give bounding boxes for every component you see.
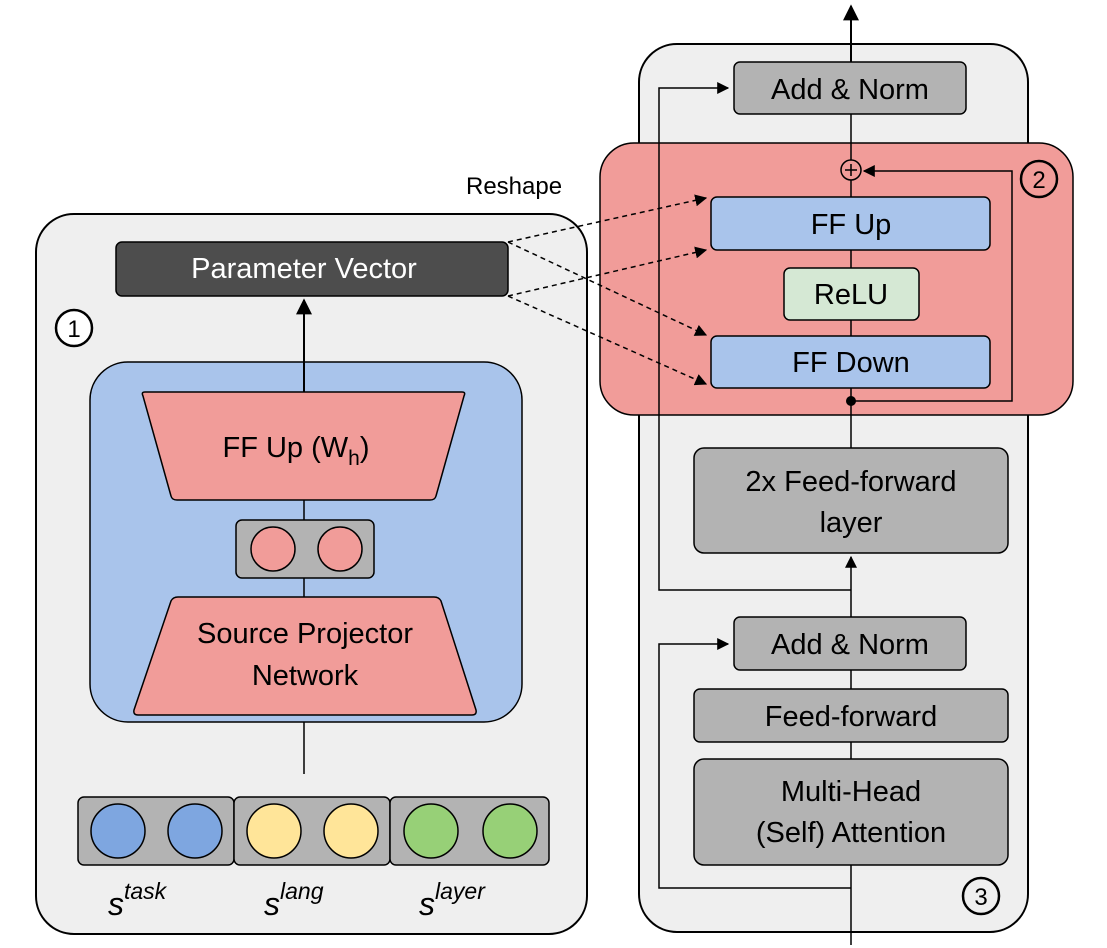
embedding-group-layer	[389, 796, 550, 866]
hidden-unit-circle	[317, 526, 363, 572]
task-embedding-label: stask	[108, 878, 168, 922]
svg-text:3: 3	[974, 884, 987, 911]
svg-text:(Self) Attention: (Self) Attention	[756, 817, 946, 849]
svg-text:Multi-Head: Multi-Head	[781, 776, 921, 808]
attention-box: Multi-Head (Self) Attention	[693, 758, 1009, 866]
hidden-unit-circle	[250, 526, 296, 572]
feed-forward-box: Feed-forward	[693, 688, 1009, 743]
svg-text:Add & Norm: Add & Norm	[771, 74, 929, 106]
svg-text:2x Feed-forward: 2x Feed-forward	[745, 466, 956, 498]
adapter-ff-up-box: FF Up	[710, 196, 991, 251]
embedding-group-task	[77, 796, 235, 866]
badge-3: 3	[961, 876, 1001, 916]
residual-bottom	[658, 638, 851, 889]
plus-node	[840, 159, 862, 181]
svg-text:FF Down: FF Down	[792, 347, 910, 379]
residual-top	[658, 82, 851, 591]
svg-text:Feed-forward: Feed-forward	[765, 701, 937, 733]
lang-embedding-label: slang	[264, 878, 324, 922]
embedding-group-lang	[233, 796, 391, 866]
ff-up-wh-block: FF Up (Wh)	[141, 391, 466, 501]
hidden-state-box	[235, 519, 375, 579]
svg-text:2: 2	[1032, 167, 1045, 194]
reshape-arrow	[507, 241, 708, 336]
svg-text:layer: layer	[820, 507, 883, 539]
badge-1: 1	[54, 308, 94, 348]
reshape-arrow	[507, 246, 708, 297]
relu-box: ReLU	[783, 267, 920, 321]
ff-up-wh-label: FF Up (Wh)	[222, 432, 369, 470]
reshape-arrow	[507, 194, 708, 243]
parameter-vector-box: Parameter Vector	[115, 241, 509, 297]
add-norm-bottom-box: Add & Norm	[733, 616, 967, 671]
add-norm-top-box: Add & Norm	[733, 61, 967, 115]
adapter-skip-connection	[851, 165, 1013, 402]
reshape-label: Reshape	[466, 173, 562, 200]
svg-text:Add & Norm: Add & Norm	[771, 629, 929, 661]
layer-embedding-label: slayer	[419, 878, 486, 922]
source-projector-label-2: Network	[252, 660, 359, 692]
source-projector-label-1: Source Projector	[197, 618, 413, 650]
ff-layer-box: 2x Feed-forward layer	[693, 447, 1009, 554]
parameter-vector-label: Parameter Vector	[191, 253, 417, 285]
adapter-skip-dot	[846, 396, 856, 406]
svg-text:FF Up: FF Up	[811, 209, 892, 241]
svg-text:1: 1	[67, 316, 80, 343]
svg-text:ReLU: ReLU	[814, 279, 888, 311]
badge-2: 2	[1019, 159, 1059, 199]
adapter-ff-down-box: FF Down	[710, 335, 991, 389]
reshape-arrow	[507, 295, 708, 386]
source-projector-block: Source Projector Network	[133, 596, 477, 716]
